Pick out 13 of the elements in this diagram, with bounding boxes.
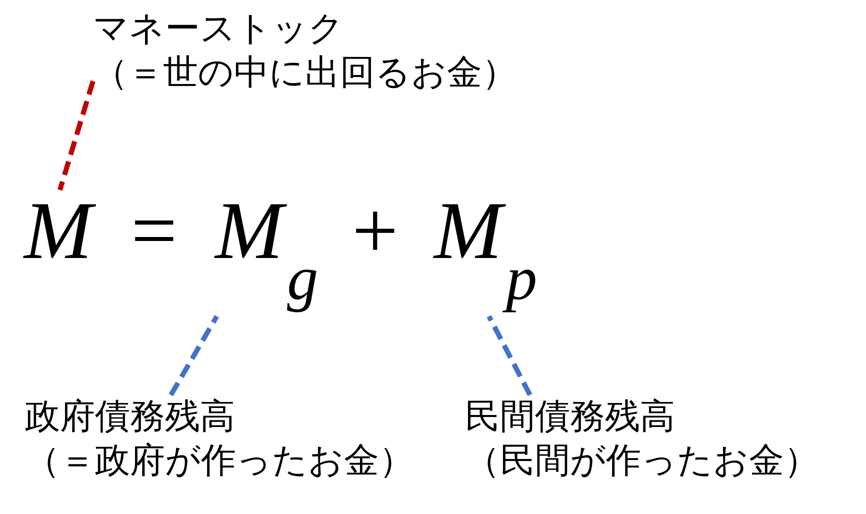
term-label: マネーストック — [93, 8, 344, 51]
definition-text: （民間が作ったお金） — [465, 440, 819, 483]
leader-line — [168, 315, 219, 396]
math-variable: M$_{p}$ — [434, 190, 538, 316]
definition-text: （＝世の中に出回るお金） — [93, 52, 517, 95]
math-variable: M$_{g}$ — [215, 190, 318, 316]
leader-line — [486, 315, 532, 396]
equals-sign: = — [131, 190, 178, 272]
term-label: 民間債務残高 — [465, 396, 675, 439]
term-label: 政府債務残高 — [25, 396, 235, 439]
leader-line — [58, 80, 96, 191]
definition-text: （＝政府が作ったお金） — [25, 440, 414, 483]
plus-sign: + — [352, 190, 398, 272]
